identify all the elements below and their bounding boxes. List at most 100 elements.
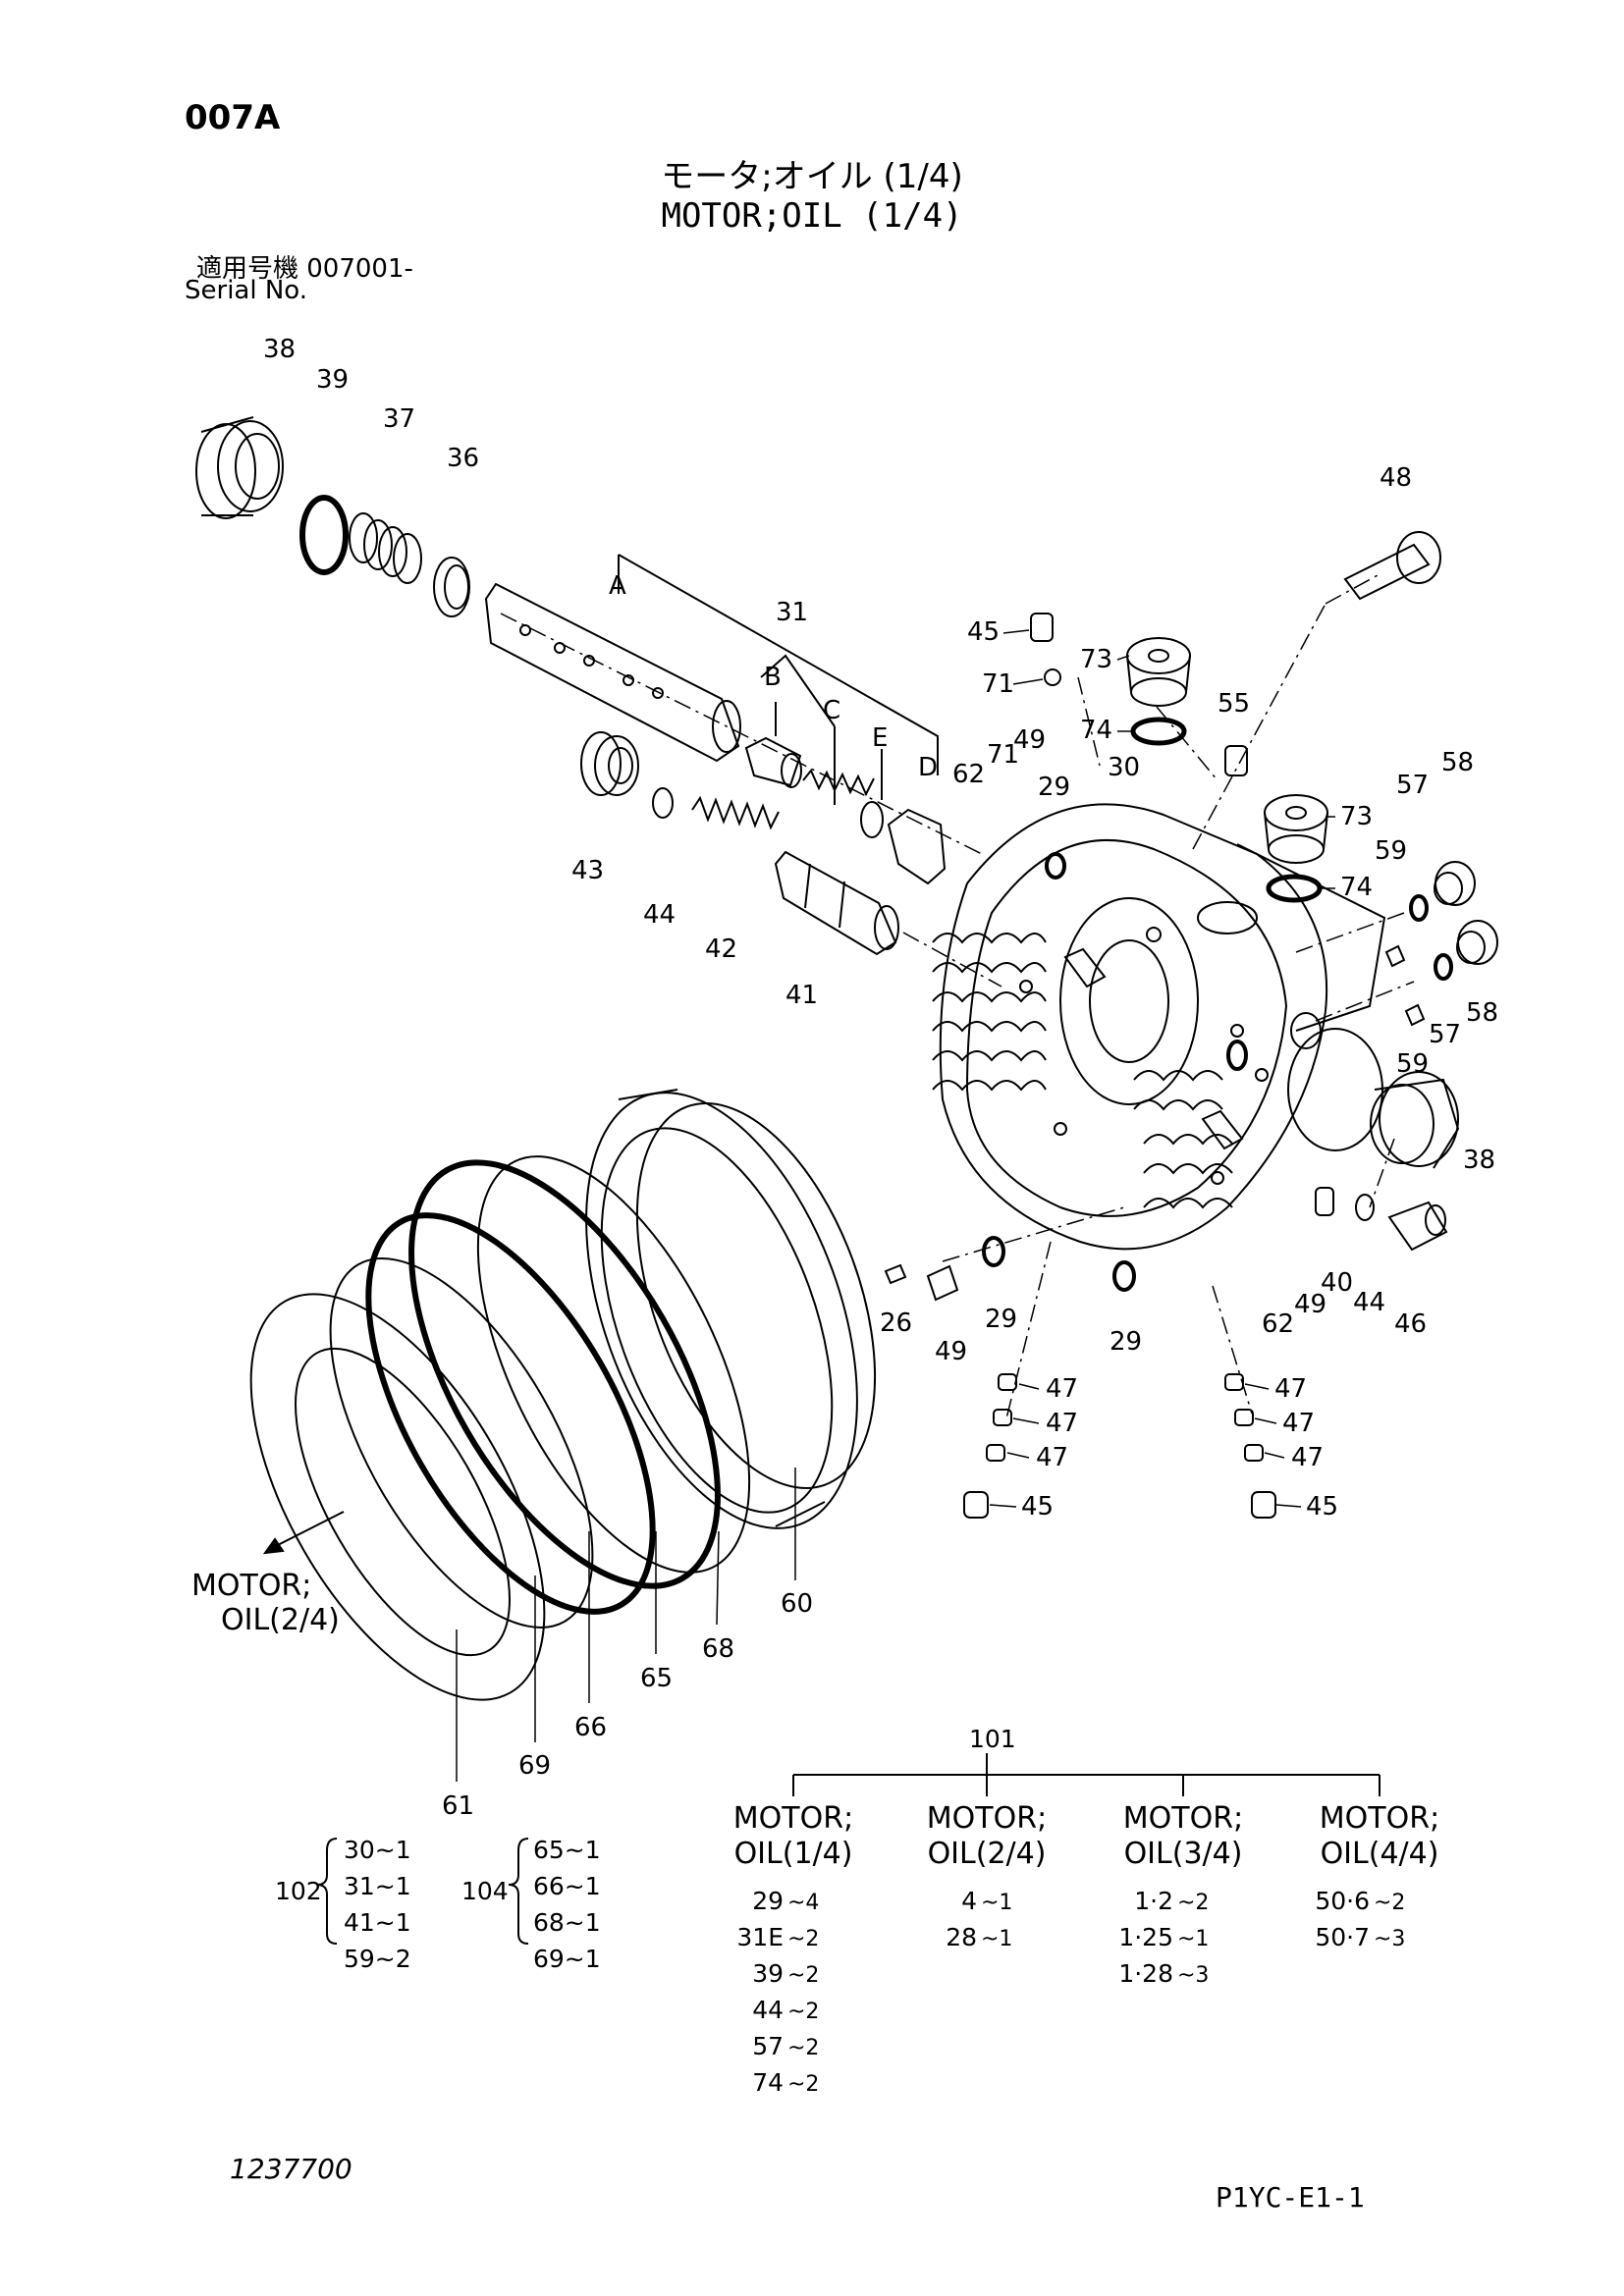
o-ring-74-top bbox=[1130, 717, 1187, 746]
group-102-item: 41~1 bbox=[344, 1908, 411, 1937]
kit-row-part: 29 bbox=[752, 1887, 784, 1915]
spring-31C bbox=[802, 769, 875, 797]
o-ring-57-lower bbox=[1434, 953, 1453, 981]
plug-55 bbox=[1224, 745, 1248, 776]
title-english: MOTOR;OIL (1/4) bbox=[661, 196, 963, 236]
callout-58-top: 58 bbox=[1441, 748, 1474, 777]
callout-45-right: 45 bbox=[1306, 1492, 1338, 1522]
page-code: 007A bbox=[185, 98, 281, 137]
callout-71-top: 71 bbox=[982, 669, 1014, 699]
plug-73-top bbox=[1126, 637, 1191, 707]
callout-49-top: 49 bbox=[1013, 725, 1046, 755]
group-102-id: 102 bbox=[275, 1877, 322, 1905]
o-ring-29-lower-mid bbox=[1112, 1260, 1136, 1292]
spool-31 bbox=[484, 582, 741, 763]
kit-row-part: 1·25 bbox=[1118, 1923, 1173, 1951]
callout-B: B bbox=[764, 663, 782, 692]
callout-47-right-2: 47 bbox=[1282, 1409, 1315, 1438]
callout-74-right: 74 bbox=[1340, 873, 1373, 902]
bolt-48 bbox=[1343, 531, 1441, 601]
callout-29-lower-left: 29 bbox=[985, 1305, 1017, 1334]
ring-leader-lines bbox=[456, 1468, 796, 1782]
kit-row-qty: ~2 bbox=[1177, 1891, 1209, 1915]
callout-47-left-1: 47 bbox=[1046, 1374, 1078, 1404]
callout-A: A bbox=[609, 571, 626, 601]
group-104-item: 69~1 bbox=[533, 1945, 601, 1973]
o-ring-57-upper bbox=[1409, 894, 1429, 922]
callout-61: 61 bbox=[442, 1791, 474, 1821]
o-ring-74-right bbox=[1266, 874, 1323, 903]
callout-55: 55 bbox=[1218, 689, 1250, 719]
plug-58-upper bbox=[1434, 861, 1476, 906]
callout-47-right-3: 47 bbox=[1291, 1443, 1324, 1472]
kit-row-part: 44 bbox=[752, 1996, 784, 2024]
callout-48: 48 bbox=[1380, 463, 1412, 493]
callout-36: 36 bbox=[447, 444, 479, 473]
bracket-line-31 bbox=[618, 554, 939, 775]
kit-column-subheading: OIL(1/4) bbox=[734, 1837, 853, 1871]
kit-row-qty: ~2 bbox=[787, 2000, 819, 2024]
bracket-101 bbox=[792, 1753, 1380, 1796]
group-102-item: 59~2 bbox=[344, 1945, 411, 1973]
plug-31D bbox=[887, 808, 947, 885]
callout-C: C bbox=[823, 696, 840, 725]
callout-40: 40 bbox=[1321, 1268, 1353, 1298]
callout-29-top: 29 bbox=[1038, 773, 1070, 802]
kit-row-qty: ~4 bbox=[787, 1891, 819, 1915]
callout-26: 26 bbox=[880, 1308, 912, 1338]
kit-row-part: 1·28 bbox=[1118, 1959, 1173, 1988]
serial-label-japanese: 適用号機 007001- bbox=[196, 254, 413, 284]
seal-61 bbox=[249, 1293, 546, 1701]
check-valve-stack-left bbox=[963, 1373, 1017, 1519]
callout-68: 68 bbox=[702, 1634, 734, 1664]
kit-column-heading: MOTOR; bbox=[1320, 1801, 1439, 1836]
o-ring-66 bbox=[365, 1212, 656, 1615]
callout-62-top: 62 bbox=[952, 760, 985, 789]
kit-row-part: 57 bbox=[752, 2032, 784, 2060]
group-102-item: 31~1 bbox=[344, 1872, 411, 1900]
callout-38-right: 38 bbox=[1463, 1146, 1495, 1175]
spool-41 bbox=[774, 850, 899, 956]
casing-60 bbox=[585, 1089, 877, 1529]
callout-59-top: 59 bbox=[1375, 836, 1407, 866]
kit-row-part: 39 bbox=[752, 1959, 784, 1988]
kit-row-qty: ~3 bbox=[1374, 1927, 1405, 1951]
o-ring-44-right bbox=[1355, 1194, 1375, 1221]
callout-44-left: 44 bbox=[643, 900, 676, 930]
callout-41: 41 bbox=[785, 981, 818, 1010]
hex-plug-38-right bbox=[1370, 1071, 1460, 1169]
callout-44-right: 44 bbox=[1353, 1288, 1385, 1317]
callout-45-top: 45 bbox=[967, 617, 1000, 647]
pins-49 bbox=[1063, 947, 1244, 1150]
ring-68 bbox=[476, 1155, 751, 1574]
ring-69 bbox=[329, 1257, 594, 1629]
kit-101-id: 101 bbox=[969, 1725, 1016, 1753]
kit-row-qty: ~2 bbox=[787, 1963, 819, 1988]
kit-row-part: 1·2 bbox=[1134, 1887, 1173, 1915]
callout-43: 43 bbox=[571, 856, 604, 885]
group-104-item: 68~1 bbox=[533, 1908, 601, 1937]
callout-42: 42 bbox=[705, 934, 737, 964]
kit-101-columns: MOTOR;OIL(1/4)29~431E~239~244~257~274~2M… bbox=[733, 1801, 1439, 2097]
group-104-item: 65~1 bbox=[533, 1836, 601, 1864]
o-ring-65 bbox=[408, 1159, 721, 1589]
callout-37: 37 bbox=[383, 404, 415, 434]
kit-row-part: 31E bbox=[736, 1923, 784, 1951]
page-reference: P1YC-E1-1 bbox=[1216, 2181, 1365, 2214]
continuation-label-line2: OIL(2/4) bbox=[221, 1603, 340, 1637]
o-ring-44-left bbox=[652, 787, 674, 819]
callout-46: 46 bbox=[1394, 1309, 1427, 1339]
callout-73-top: 73 bbox=[1080, 645, 1112, 674]
callout-65: 65 bbox=[640, 1664, 673, 1693]
pin-59-lower bbox=[1404, 1003, 1426, 1027]
kit-row-qty: ~3 bbox=[1177, 1963, 1209, 1988]
callout-66: 66 bbox=[574, 1713, 607, 1742]
filter-40 bbox=[1315, 1187, 1334, 1216]
callout-74-top: 74 bbox=[1080, 716, 1112, 745]
springs-62-left bbox=[932, 933, 1047, 1092]
brace-104 bbox=[508, 1838, 529, 1945]
callout-47-left-3: 47 bbox=[1036, 1443, 1068, 1472]
brace-102 bbox=[316, 1838, 338, 1945]
springs-62-right bbox=[1133, 1070, 1233, 1209]
